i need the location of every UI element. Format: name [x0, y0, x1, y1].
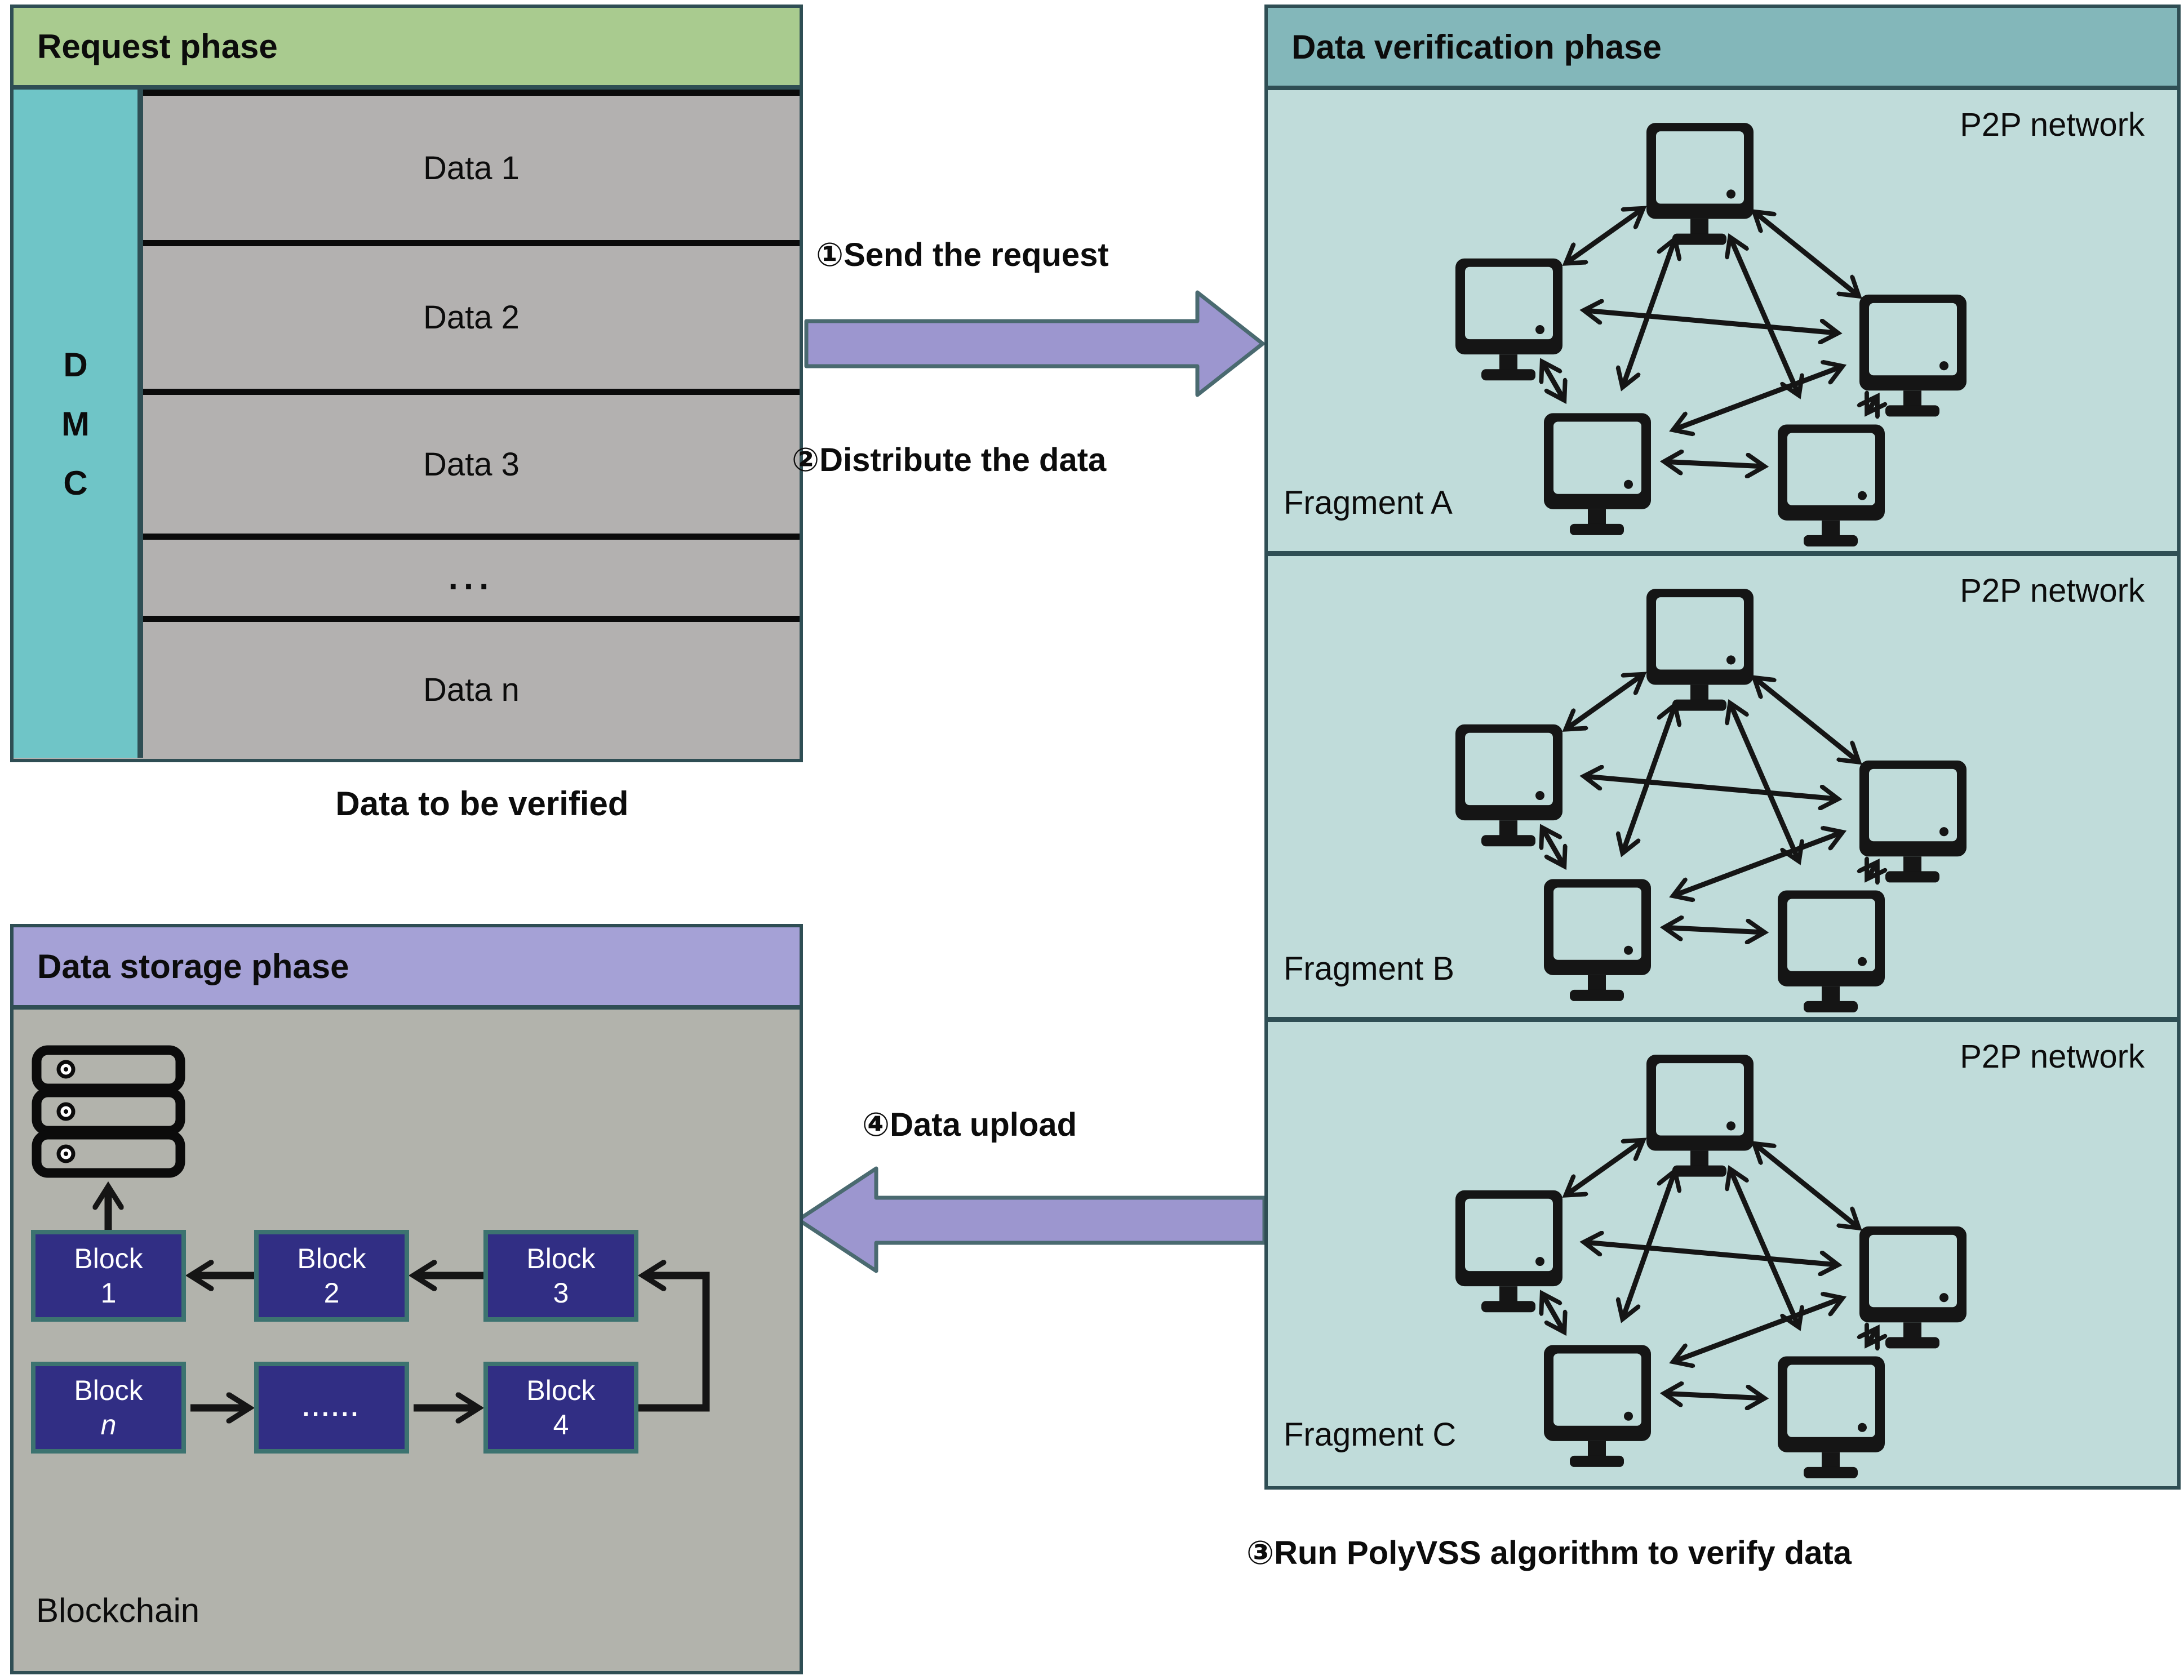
fragment-b: P2P network Fragment B [1268, 551, 2177, 1017]
dmc-letter: M [61, 405, 90, 443]
block-label: Block [526, 1242, 596, 1274]
computer-icon [1778, 1356, 1885, 1478]
computer-icon [1859, 760, 1967, 883]
block-label: Block [526, 1374, 596, 1406]
data-row: Data 1 [143, 96, 800, 246]
data-row-label: Data 2 [423, 299, 520, 336]
storage-phase-panel: Data storage phase [10, 924, 803, 1674]
computer-icon [1455, 724, 1562, 847]
block-1: Block 1 [31, 1230, 186, 1322]
request-phase-panel: Request phase D M C Data 1 Data 2 Data 3… [10, 5, 803, 762]
block-ellipsis: ...... [254, 1362, 409, 1454]
blockchain-caption: Blockchain [36, 1592, 200, 1629]
step4-label: ④Data upload [862, 1106, 1077, 1143]
block-label: ...... [302, 1393, 361, 1421]
computer-icon [1646, 589, 1754, 711]
verification-phase-header: Data verification phase [1268, 8, 2177, 90]
computer-icon [1455, 1190, 1562, 1313]
block-label: Block [297, 1242, 366, 1274]
dmc-column: D M C [14, 90, 143, 758]
verification-phase-title: Data verification phase [1291, 28, 1662, 66]
p2p-network-graph [1455, 589, 1967, 1012]
block-2: Block 2 [254, 1230, 409, 1322]
request-caption: Data to be verified [335, 785, 629, 823]
data-row: Data 2 [143, 246, 800, 395]
fragment-label: Fragment C [1284, 1416, 1457, 1453]
computer-icon [1544, 413, 1651, 535]
data-row-label: Data 3 [423, 446, 520, 483]
request-phase-title: Request phase [37, 28, 278, 65]
dmc-letter: C [63, 464, 88, 502]
block-label: Block [74, 1374, 143, 1406]
computer-icon [1859, 294, 1967, 417]
data-table: Data 1 Data 2 Data 3 ... Data n [143, 90, 800, 758]
block-3: Block 3 [483, 1230, 638, 1322]
block-number: 2 [323, 1277, 340, 1309]
fragment-a: P2P network Fragment A [1268, 90, 2177, 551]
verification-phase-panel: Data verification phase P2P network Frag… [1264, 5, 2181, 1490]
step3-label: ③Run PolyVSS algorithm to verify data [1246, 1535, 1852, 1571]
block-4: Block 4 [483, 1362, 638, 1454]
data-row-label: ... [448, 558, 495, 597]
send-request-arrow [804, 290, 1265, 397]
block-number: 4 [553, 1408, 569, 1441]
block-n: Block n [31, 1362, 186, 1454]
p2p-network-label: P2P network [1960, 1038, 2145, 1075]
computer-icon [1544, 879, 1651, 1001]
step1-label: ①Send the request [816, 237, 1109, 273]
block-label: Block [74, 1242, 143, 1274]
fragment-c: P2P network Fragment C [1268, 1017, 2177, 1483]
computer-icon [1778, 890, 1885, 1012]
verification-phase-body: P2P network Fragment A P2P network Fragm… [1268, 90, 2177, 1483]
fragment-label: Fragment B [1284, 950, 1454, 987]
data-row-label: Data 1 [423, 149, 520, 186]
storage-phase-title: Data storage phase [37, 947, 349, 985]
network-edges [1544, 677, 1875, 932]
block-number: n [100, 1408, 117, 1441]
data-upload-arrow [796, 1166, 1267, 1273]
network-edges [1544, 211, 1875, 466]
computer-icon [1646, 123, 1754, 245]
request-phase-header: Request phase [14, 8, 800, 90]
data-row-ellipsis: ... [143, 540, 800, 622]
p2p-network-graph [1455, 1055, 1967, 1478]
data-row: Data 3 [143, 395, 800, 540]
request-phase-body: D M C Data 1 Data 2 Data 3 ... Data n [14, 90, 800, 758]
data-row: Data n [143, 622, 800, 758]
storage-phase-header: Data storage phase [14, 927, 800, 1010]
block-number: 1 [100, 1277, 117, 1309]
data-row-label: Data n [423, 672, 520, 708]
storage-phase-body: Block 1 Block 2 Block 3 Block n ...... B… [14, 1010, 800, 1666]
blockchain-links [32, 1045, 710, 1666]
block-number: 3 [553, 1277, 569, 1309]
computer-icon [1455, 258, 1562, 381]
network-edges [1544, 1143, 1875, 1398]
p2p-network-label: P2P network [1960, 572, 2145, 609]
computer-icon [1544, 1345, 1651, 1467]
server-icon [32, 1045, 185, 1178]
fragment-label: Fragment A [1284, 485, 1453, 521]
dmc-letter: D [63, 345, 88, 384]
p2p-network-label: P2P network [1960, 106, 2145, 143]
computer-icon [1859, 1226, 1967, 1349]
computer-icon [1778, 424, 1885, 546]
p2p-network-graph [1455, 123, 1967, 546]
computer-icon [1646, 1055, 1754, 1177]
step2-label: ②Distribute the data [792, 442, 1107, 478]
